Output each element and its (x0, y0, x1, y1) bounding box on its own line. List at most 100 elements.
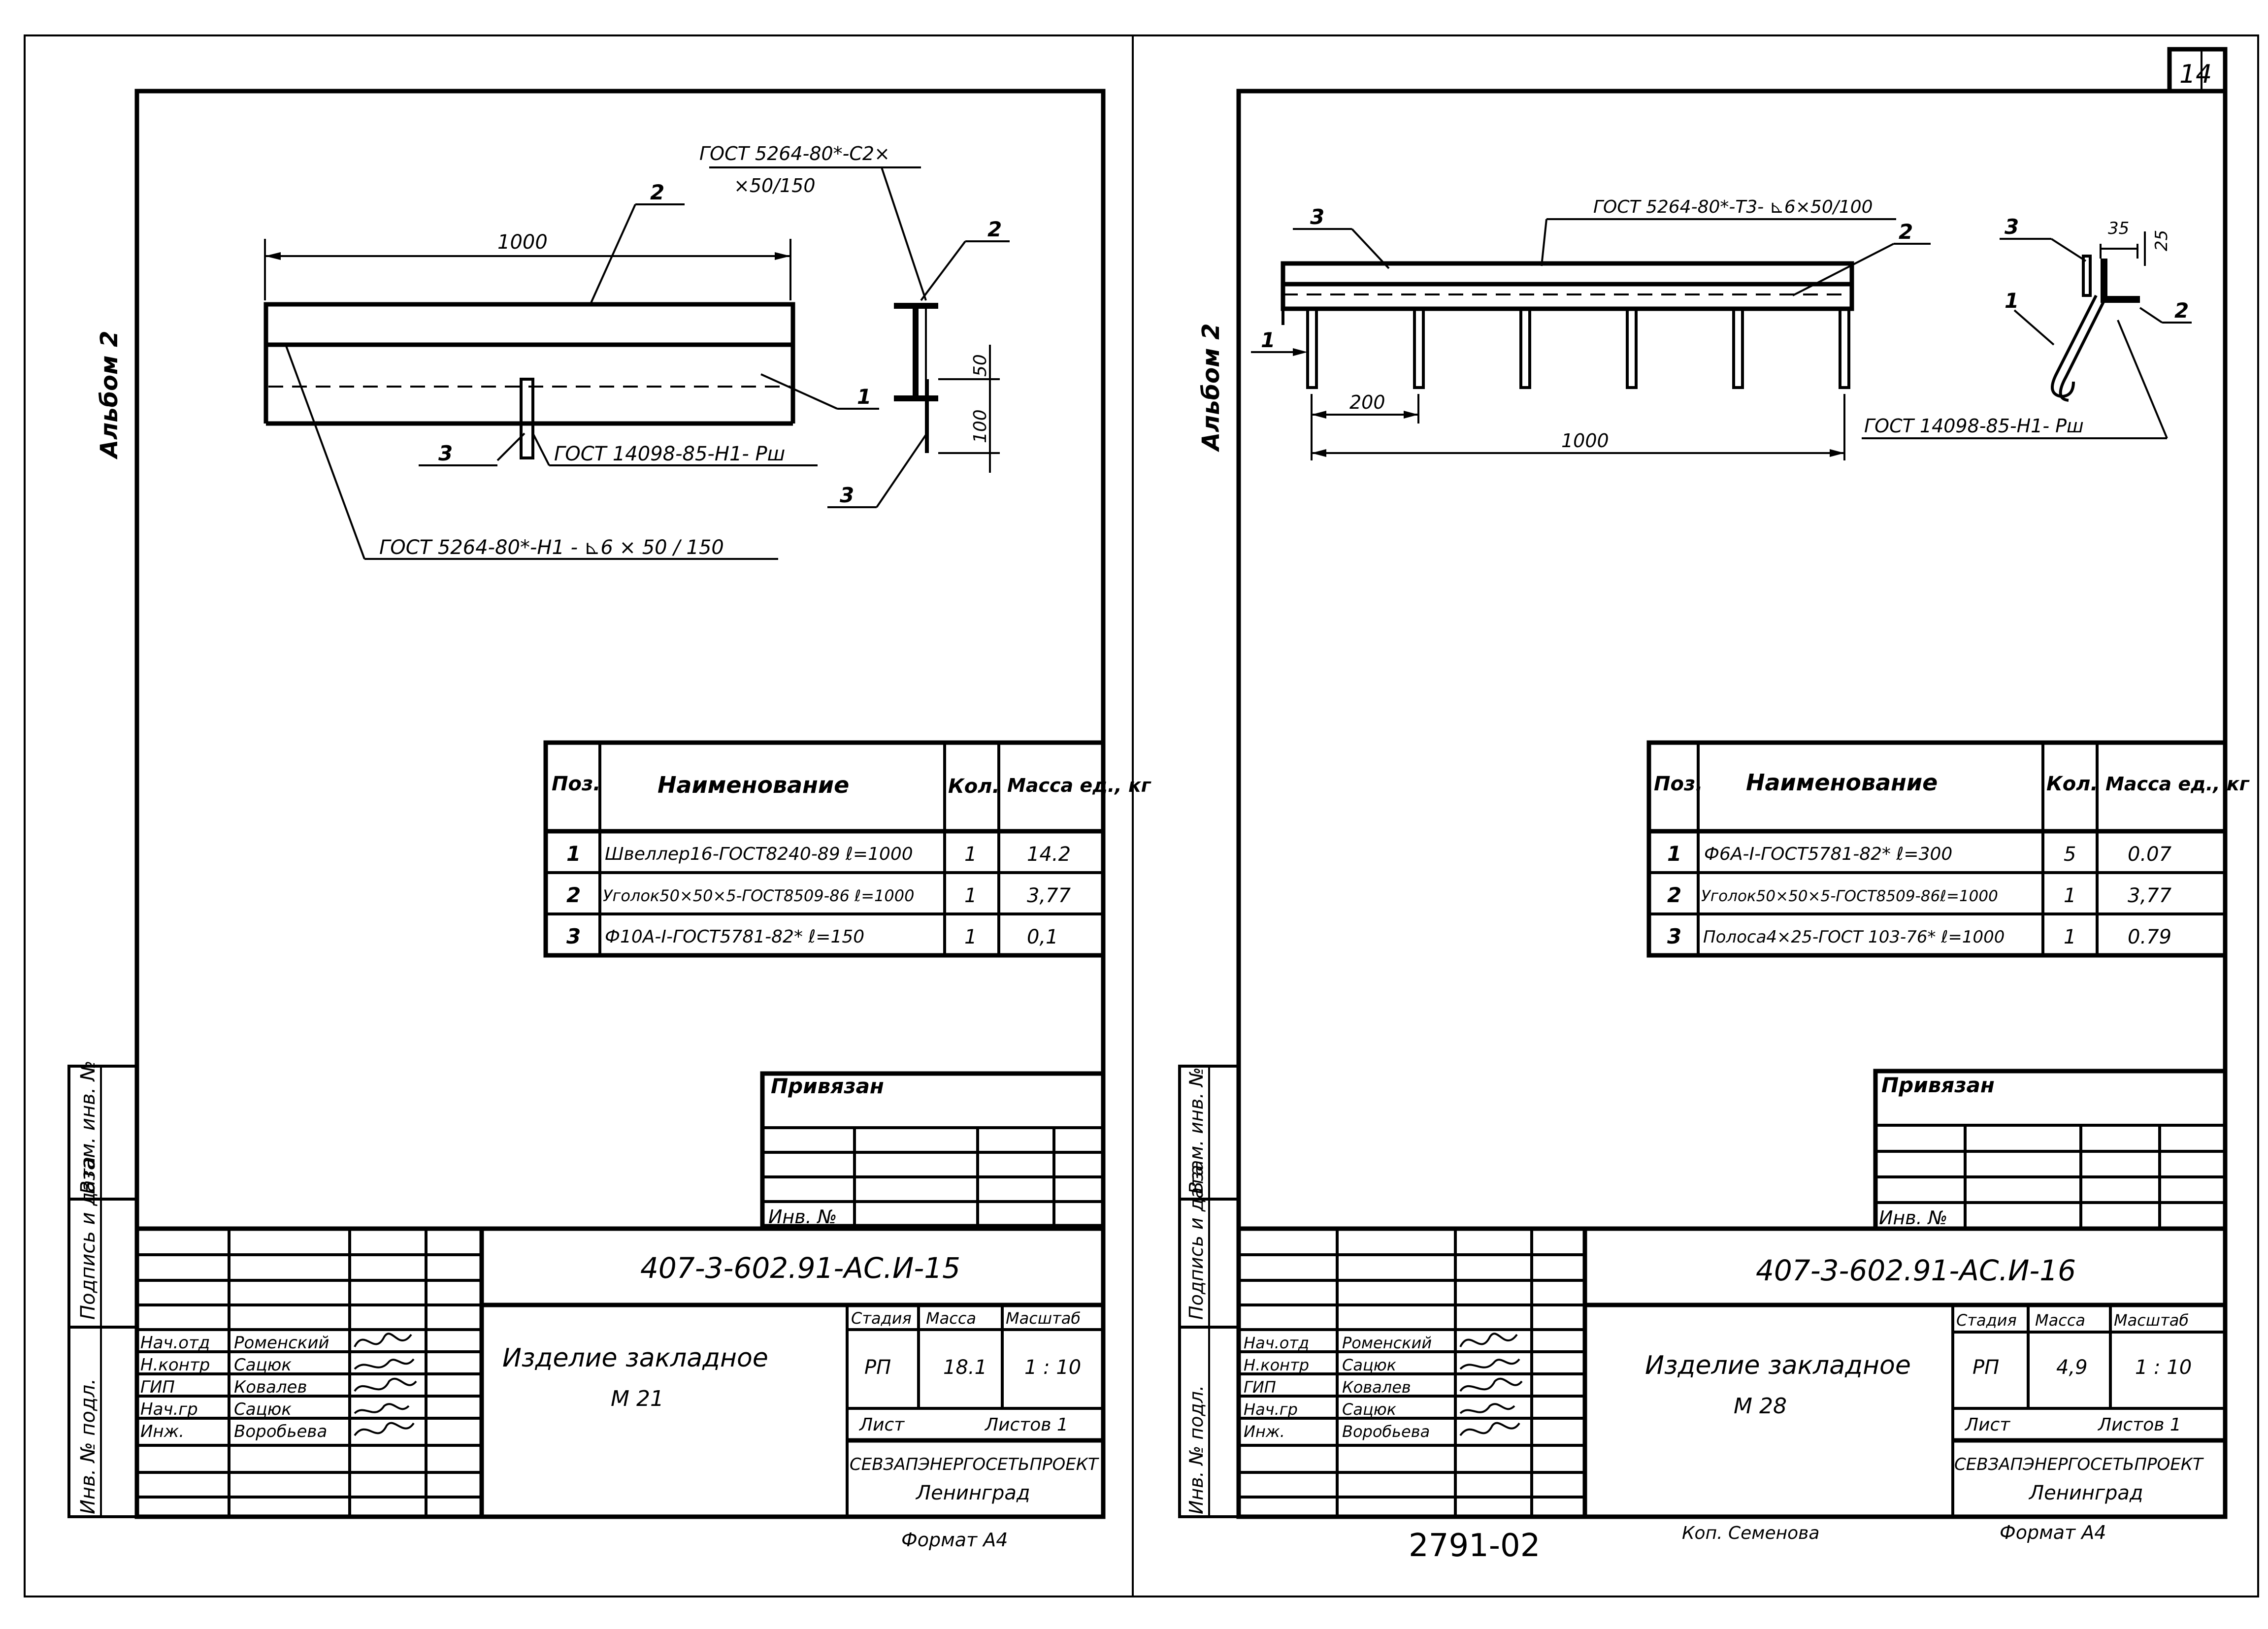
left-doc-code: 407-3-602.91-АС.И-15 (640, 1251, 960, 1285)
right-signer-role-1: Нач.отд (1244, 1334, 1309, 1352)
left-table-header-pos: Поз. (552, 773, 600, 795)
sheet-number: 14 (2179, 60, 2212, 89)
right-row3-mass: 0.79 (2128, 926, 2171, 948)
left-signer-name-4: Сацюк (234, 1400, 292, 1419)
left-title-block: 407-3-602.91-АС.И-15 Нач.отд Роменский Н… (137, 1226, 1103, 1517)
left-sheets-label: Листов 1 (984, 1415, 1068, 1435)
left-item-name: Изделие закладное (502, 1343, 768, 1373)
left-binding-label: Привязан (771, 1074, 884, 1098)
right-binding-inv: Инв. № (1879, 1207, 1947, 1229)
right-margin-label-2: Подпись и дата (1185, 1165, 1207, 1320)
right-signer-name-3: Ковалев (1342, 1378, 1411, 1397)
right-scale: 1 : 10 (2135, 1356, 2192, 1379)
left-row2-qty: 1 (964, 884, 977, 907)
left-row1-pos: 1 (566, 842, 581, 866)
archive-number: 2791-02 (1409, 1528, 1540, 1564)
right-callout-2a: 2 (1899, 220, 1913, 244)
right-signer-role-5: Инж. (1244, 1422, 1285, 1441)
left-sheet: Инв. № подл. Подпись и дата Взам. инв. №… (67, 89, 1151, 1551)
right-row1-mass: 0.07 (2128, 843, 2172, 866)
left-callout-3b: 3 (840, 483, 854, 507)
right-row3-name: Полоса4×25-ГОСТ 103-76* ℓ=1000 (1703, 927, 2005, 947)
left-gost-stud: ГОСТ 14098-85-Н1- Рш (554, 443, 785, 465)
right-row1-qty: 5 (2064, 843, 2076, 866)
left-gost-weld-top-2: ×50/150 (734, 175, 816, 196)
right-margin-label-3: Взам. инв. № (1185, 1067, 1207, 1194)
left-callout-3a: 3 (438, 441, 453, 465)
right-scale-label: Масштаб (2114, 1311, 2189, 1330)
right-row3-qty: 1 (2064, 926, 2076, 948)
left-binding-block: Привязан Инв. № (760, 1071, 1106, 1229)
right-binding-label: Привязан (1881, 1073, 1995, 1097)
right-callout-1b: 1 (2005, 289, 2019, 313)
right-spec-table: Поз. Наименование Кол. Масса ед., кг 1 Ф… (1646, 740, 2250, 958)
left-signer-name-2: Сацюк (234, 1355, 292, 1375)
left-signer-role-5: Инж. (140, 1422, 184, 1441)
left-table-header-mass: Масса ед., кг (1007, 775, 1151, 796)
left-margin-label-3: Взам. инв. № (77, 1060, 99, 1194)
right-dim-25: 25 (2152, 230, 2171, 251)
right-signer-name-4: Сацюк (1342, 1400, 1397, 1419)
right-gost-weld-top: ГОСТ 5264-80*-Т3- ⊾6×50/100 (1593, 197, 1873, 217)
right-row2-pos: 2 (1667, 883, 1681, 907)
left-row2-name: Уголок50×50×5-ГОСТ8509-86 ℓ=1000 (603, 886, 914, 905)
left-dim-50: 50 (970, 354, 990, 377)
right-stage: РП (1972, 1356, 1999, 1379)
right-table-header-name: Наименование (1746, 769, 1938, 796)
right-elevation-drawing: 1 200 1000 3 ГОСТ 5264-80*-Т3- ⊾6×50/100… (1251, 197, 1931, 460)
left-row2-mass: 3,77 (1027, 884, 1071, 907)
right-signer-name-5: Воробьева (1342, 1422, 1430, 1441)
right-signature-3 (1459, 1377, 1523, 1392)
left-signer-role-1: Нач.отд (140, 1333, 210, 1353)
right-section-drawing: 35 25 3 1 2 ГОСТ 14098-85-Н1- Рш (1862, 215, 2192, 439)
right-signature-4 (1459, 1403, 1515, 1414)
right-stage-label: Стадия (1956, 1311, 2017, 1330)
right-row2-mass: 3,77 (2128, 884, 2172, 907)
left-scale-label: Масштаб (1006, 1309, 1081, 1328)
left-row2-pos: 2 (566, 883, 581, 907)
right-city: Ленинград (2028, 1482, 2143, 1504)
right-hook-bar (2051, 294, 2098, 398)
left-item-mark: М 21 (611, 1386, 664, 1411)
left-signature-3 (354, 1377, 417, 1392)
right-row3-pos: 3 (1667, 924, 1681, 948)
right-signature-2 (1459, 1358, 1520, 1370)
left-row1-qty: 1 (964, 843, 977, 866)
right-dim-spacing: 200 (1349, 391, 1385, 413)
right-row1-pos: 1 (1667, 842, 1681, 866)
right-callout-2b: 2 (2174, 298, 2189, 323)
right-callout-3b: 3 (2005, 215, 2019, 239)
left-row3-pos: 3 (566, 924, 581, 948)
left-table-header-qty: Кол. (948, 775, 1000, 798)
right-mass-label: Масса (2035, 1311, 2085, 1330)
left-org: СЕВЗАПЭНЕРГОСЕТЬПРОЕКТ (850, 1455, 1099, 1474)
right-dim-35: 35 (2108, 219, 2129, 238)
right-table-header-mass: Масса ед., кг (2105, 773, 2250, 795)
left-row1-mass: 14.2 (1027, 843, 1071, 866)
sheet-number-box (2167, 47, 2228, 94)
left-mass-label: Масса (926, 1309, 976, 1328)
left-sheet-label: Лист (858, 1415, 905, 1435)
right-signer-role-3: ГИП (1244, 1378, 1276, 1397)
right-title-block: 407-3-602.91-АС.И-16 Нач.отд Роменский Н… (1239, 1226, 2225, 1517)
right-mass: 4,9 (2056, 1356, 2088, 1379)
left-signature-4 (354, 1403, 410, 1414)
right-sheets-label: Листов 1 (2097, 1415, 2181, 1435)
left-format: Формат А4 (901, 1529, 1008, 1551)
left-mass: 18.1 (943, 1356, 987, 1379)
left-signer-name-5: Воробьева (234, 1422, 327, 1441)
right-table-header-qty: Кол. (2046, 773, 2098, 795)
left-spec-table: Поз. Наименование Кол. Масса ед., кг 1 Ш… (543, 740, 1151, 958)
left-signer-role-3: ГИП (140, 1377, 175, 1397)
right-callout-1a: 1 (1261, 328, 1275, 352)
left-margin-label-1: Инв. № подл. (77, 1378, 99, 1514)
right-signer-name-1: Роменский (1342, 1334, 1432, 1352)
right-margin-label-1: Инв. № подл. (1185, 1385, 1207, 1514)
right-row2-name: Уголок50×50×5-ГОСТ8509-86ℓ=1000 (1701, 887, 1998, 905)
right-format: Формат А4 (2000, 1522, 2106, 1543)
right-org: СЕВЗАПЭНЕРГОСЕТЬПРОЕКТ (1954, 1455, 2204, 1474)
left-signature-5 (354, 1422, 415, 1436)
right-album-label: Альбом 2 (1197, 324, 1225, 453)
